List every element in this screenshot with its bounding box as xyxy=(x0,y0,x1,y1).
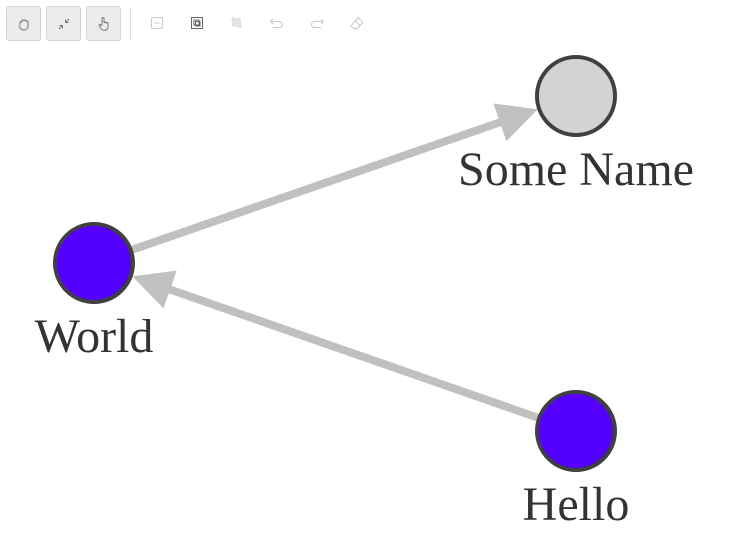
group-frame-icon xyxy=(191,17,203,29)
group-button[interactable] xyxy=(188,14,206,32)
node-label: Some Name xyxy=(458,143,694,196)
ungroup-button[interactable] xyxy=(228,14,246,32)
node-label: Hello xyxy=(523,478,630,531)
eraser-icon xyxy=(350,16,364,29)
node-some-name[interactable]: Some Name xyxy=(458,55,694,196)
node-circle[interactable] xyxy=(535,390,617,472)
edges-layer xyxy=(131,103,539,422)
node-world[interactable]: World xyxy=(35,222,154,363)
node-circle[interactable] xyxy=(535,55,617,137)
ungroup-frame-icon xyxy=(231,17,242,28)
pan-mode-button[interactable] xyxy=(6,6,41,41)
toolbar-separator xyxy=(130,8,131,40)
hand-icon xyxy=(18,19,28,31)
node-circle[interactable] xyxy=(53,222,135,304)
redo-icon xyxy=(311,18,325,28)
select-mode-button[interactable] xyxy=(86,6,121,41)
shrink-arrows-icon xyxy=(58,18,69,29)
erase-button[interactable] xyxy=(348,14,366,32)
edge-world-to-some-name[interactable] xyxy=(131,103,538,254)
minus-square-icon xyxy=(151,17,163,29)
undo-button[interactable] xyxy=(268,14,286,32)
node-label: World xyxy=(35,310,154,363)
node-hello[interactable]: Hello xyxy=(523,390,630,531)
edge-hello-to-world[interactable] xyxy=(132,270,539,422)
fit-view-button[interactable] xyxy=(46,6,81,41)
graph-toolbar xyxy=(0,0,733,46)
pointer-hand-icon xyxy=(98,16,108,31)
collapse-button[interactable] xyxy=(148,14,166,32)
redo-button[interactable] xyxy=(308,14,326,32)
undo-icon xyxy=(269,18,283,28)
